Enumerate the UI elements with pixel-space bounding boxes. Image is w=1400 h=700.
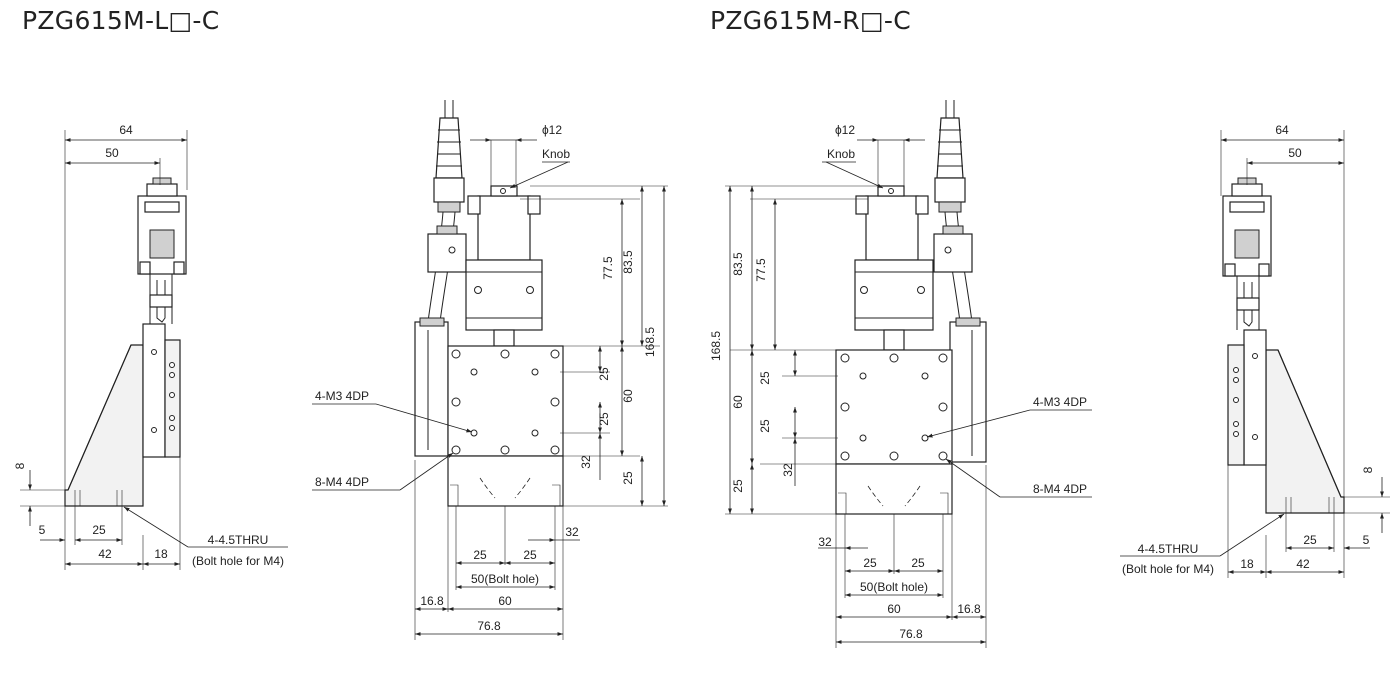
dim-25: 25 <box>1303 533 1317 547</box>
dim-60-horizontal: 60 <box>887 602 901 616</box>
title-left-model: PZG615M-L□-C <box>22 6 220 35</box>
knob-label: Knob <box>827 147 855 161</box>
dim-phi12: ϕ12 <box>835 123 855 137</box>
dim-77-5: 77.5 <box>601 256 615 280</box>
bolt-hole-label: 4-4.5THRU <box>208 533 269 547</box>
m4-label: 8-M4 4DP <box>315 475 369 489</box>
dim-25-bottom-left: 25 <box>863 556 877 570</box>
dim-8: 8 <box>13 462 27 469</box>
dim-25-bottom-right: 25 <box>523 548 537 562</box>
side-view-left: 64 50 8 5 25 42 18 4-4.5THRU (Bolt hole … <box>13 123 288 570</box>
dim-25-top: 25 <box>597 367 611 381</box>
dim-18: 18 <box>154 547 168 561</box>
dim-25-bottom-left: 25 <box>473 548 487 562</box>
dim-8: 8 <box>1361 466 1375 473</box>
dim-25-mid: 25 <box>597 412 611 426</box>
dim-168-5: 168.5 <box>643 327 657 357</box>
bolt-hole-note: (Bolt hole for M4) <box>1122 562 1214 576</box>
dim-50: 50 <box>105 146 119 160</box>
m3-label: 4-M3 4DP <box>1033 395 1087 409</box>
dim-168-5: 168.5 <box>709 331 723 361</box>
front-view-right: ϕ12 Knob 83.5 77.5 168.5 25 60 25 32 25 … <box>709 100 1092 648</box>
dim-25-bottom-right: 25 <box>911 556 925 570</box>
dim-42: 42 <box>98 547 112 561</box>
dim-phi12: ϕ12 <box>542 123 562 137</box>
dim-25-mid: 25 <box>758 419 772 433</box>
dim-5: 5 <box>39 523 46 537</box>
dim-50: 50 <box>1288 146 1302 160</box>
title-right-model: PZG615M-R□-C <box>710 6 911 35</box>
dim-32-vertical: 32 <box>579 455 593 469</box>
dim-32-vertical: 32 <box>781 463 795 477</box>
dim-60-vertical: 60 <box>731 395 745 409</box>
dim-50-bolt-hole: 50(Bolt hole) <box>860 580 928 594</box>
dim-32-horizontal: 32 <box>565 525 579 539</box>
dim-64: 64 <box>119 123 133 137</box>
m4-label: 8-M4 4DP <box>1033 482 1087 496</box>
dim-16-8: 16.8 <box>420 594 444 608</box>
dim-25-top: 25 <box>758 371 772 385</box>
m3-label: 4-M3 4DP <box>315 389 369 403</box>
dim-83-5: 83.5 <box>621 250 635 274</box>
dim-60-vertical: 60 <box>621 389 635 403</box>
dim-77-5: 77.5 <box>754 258 768 282</box>
front-view-left: ϕ12 Knob 77.5 83.5 168.5 25 60 25 32 25 … <box>312 100 668 640</box>
side-view-right: 64 50 8 25 5 18 42 4-4.5THRU (Bolt hole … <box>1120 123 1390 578</box>
bolt-hole-label: 4-4.5THRU <box>1138 542 1199 556</box>
dim-42: 42 <box>1296 557 1310 571</box>
dim-60-horizontal: 60 <box>498 594 512 608</box>
dim-83-5: 83.5 <box>731 252 745 276</box>
dim-50-bolt-hole: 50(Bolt hole) <box>471 572 539 586</box>
dim-76-8: 76.8 <box>477 619 501 633</box>
dim-25: 25 <box>92 523 106 537</box>
dim-25-base: 25 <box>621 471 635 485</box>
bolt-hole-note: (Bolt hole for M4) <box>192 554 284 568</box>
dim-64: 64 <box>1275 123 1289 137</box>
dim-32-horizontal: 32 <box>818 535 832 549</box>
dim-16-8: 16.8 <box>957 602 981 616</box>
dim-18: 18 <box>1240 557 1254 571</box>
dim-76-8: 76.8 <box>899 627 923 641</box>
knob-label: Knob <box>542 147 570 161</box>
dim-25-base: 25 <box>731 479 745 493</box>
dim-5: 5 <box>1363 533 1370 547</box>
